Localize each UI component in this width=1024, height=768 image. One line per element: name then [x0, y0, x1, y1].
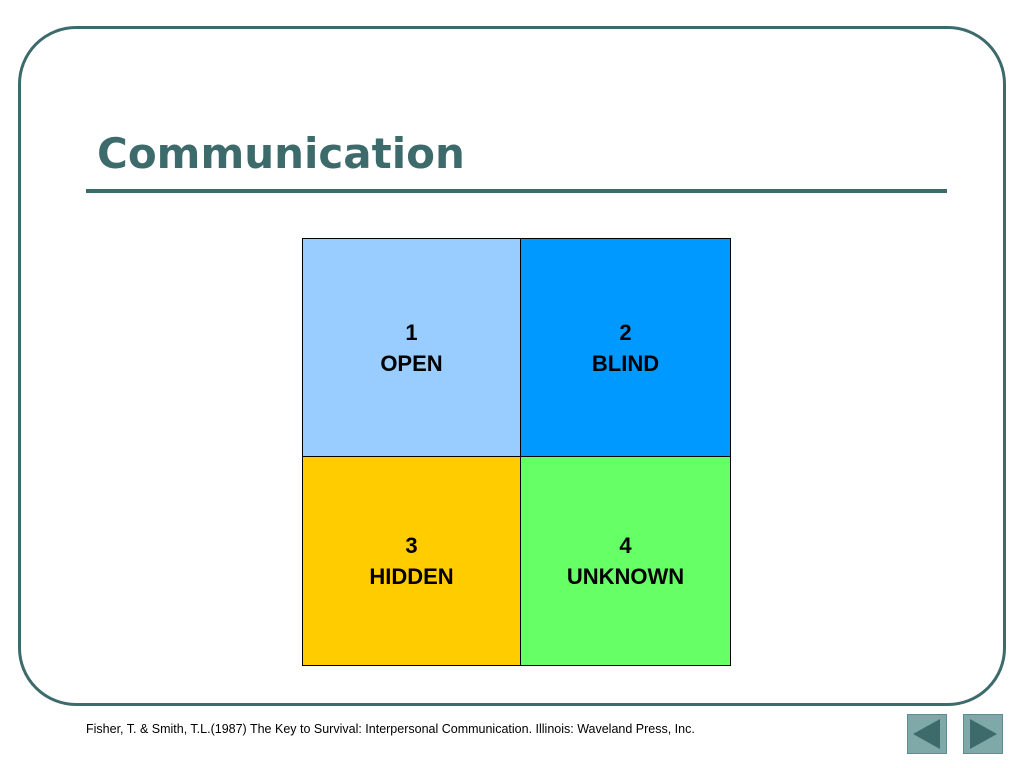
- quadrant-unknown: 4 UNKNOWN: [520, 456, 731, 666]
- triangle-right-icon: [970, 719, 997, 749]
- slide-title: Communication: [97, 129, 465, 178]
- quadrant-number: 1: [405, 319, 418, 345]
- quadrant-hidden: 3 HIDDEN: [302, 456, 520, 666]
- quadrant-open: 1 OPEN: [302, 238, 520, 456]
- quadrant-label: UNKNOWN: [566, 564, 685, 589]
- quadrant-blind: 2 BLIND: [520, 238, 731, 456]
- johari-window-grid: 1 OPEN 2 BLIND 3 HIDDEN 4 UNKNOWN: [302, 238, 731, 666]
- slide-frame: [18, 26, 1006, 706]
- previous-slide-button[interactable]: [907, 714, 947, 754]
- quadrant-label: HIDDEN: [369, 564, 454, 589]
- triangle-left-icon: [913, 719, 940, 749]
- title-underline: [86, 189, 947, 193]
- citation-footnote: Fisher, T. & Smith, T.L.(1987) The Key t…: [86, 722, 695, 736]
- quadrant-number: 3: [405, 533, 418, 558]
- quadrant-number: 2: [619, 319, 632, 345]
- quadrant-label: BLIND: [591, 350, 660, 376]
- next-slide-button[interactable]: [963, 714, 1003, 754]
- quadrant-label: OPEN: [380, 350, 443, 376]
- quadrant-number: 4: [619, 533, 632, 558]
